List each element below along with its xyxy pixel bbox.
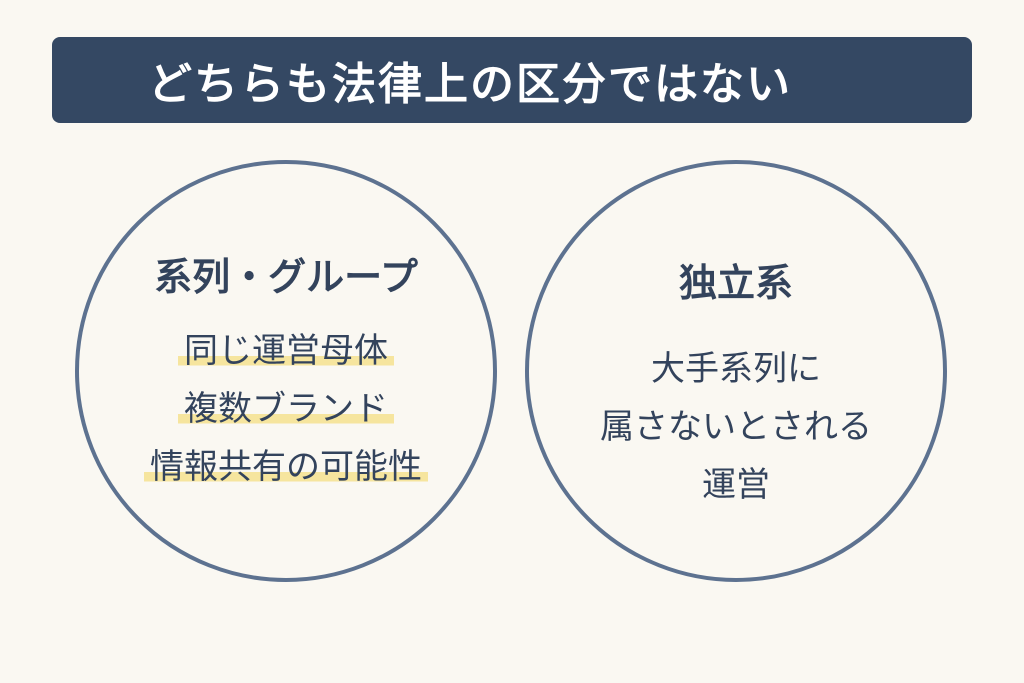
independent-circle: 独立系 大手系列に 属さないとされる 運営 — [525, 160, 947, 582]
independent-description-line: 運営 — [702, 465, 770, 505]
group-feature-item: 情報共有の可能性 — [144, 450, 428, 484]
independent-heading: 独立系 — [678, 261, 793, 305]
group-feature-item: 同じ運営母体 — [178, 334, 394, 368]
group-feature-item: 複数ブランド — [178, 392, 394, 426]
independent-description: 大手系列に 属さないとされる 運営 — [529, 340, 943, 514]
page-title: どちらも法律上の区分ではない — [148, 59, 792, 110]
title-banner: どちらも法律上の区分ではない — [52, 37, 972, 123]
group-heading: 系列・グループ — [154, 255, 418, 299]
group-circle: 系列・グループ 同じ運営母体 複数ブランド 情報共有の可能性 — [75, 160, 497, 582]
independent-description-line: 属さないとされる — [600, 407, 872, 447]
independent-description-line: 大手系列に — [651, 349, 821, 389]
group-feature-list: 同じ運営母体 複数ブランド 情報共有の可能性 — [79, 334, 493, 508]
